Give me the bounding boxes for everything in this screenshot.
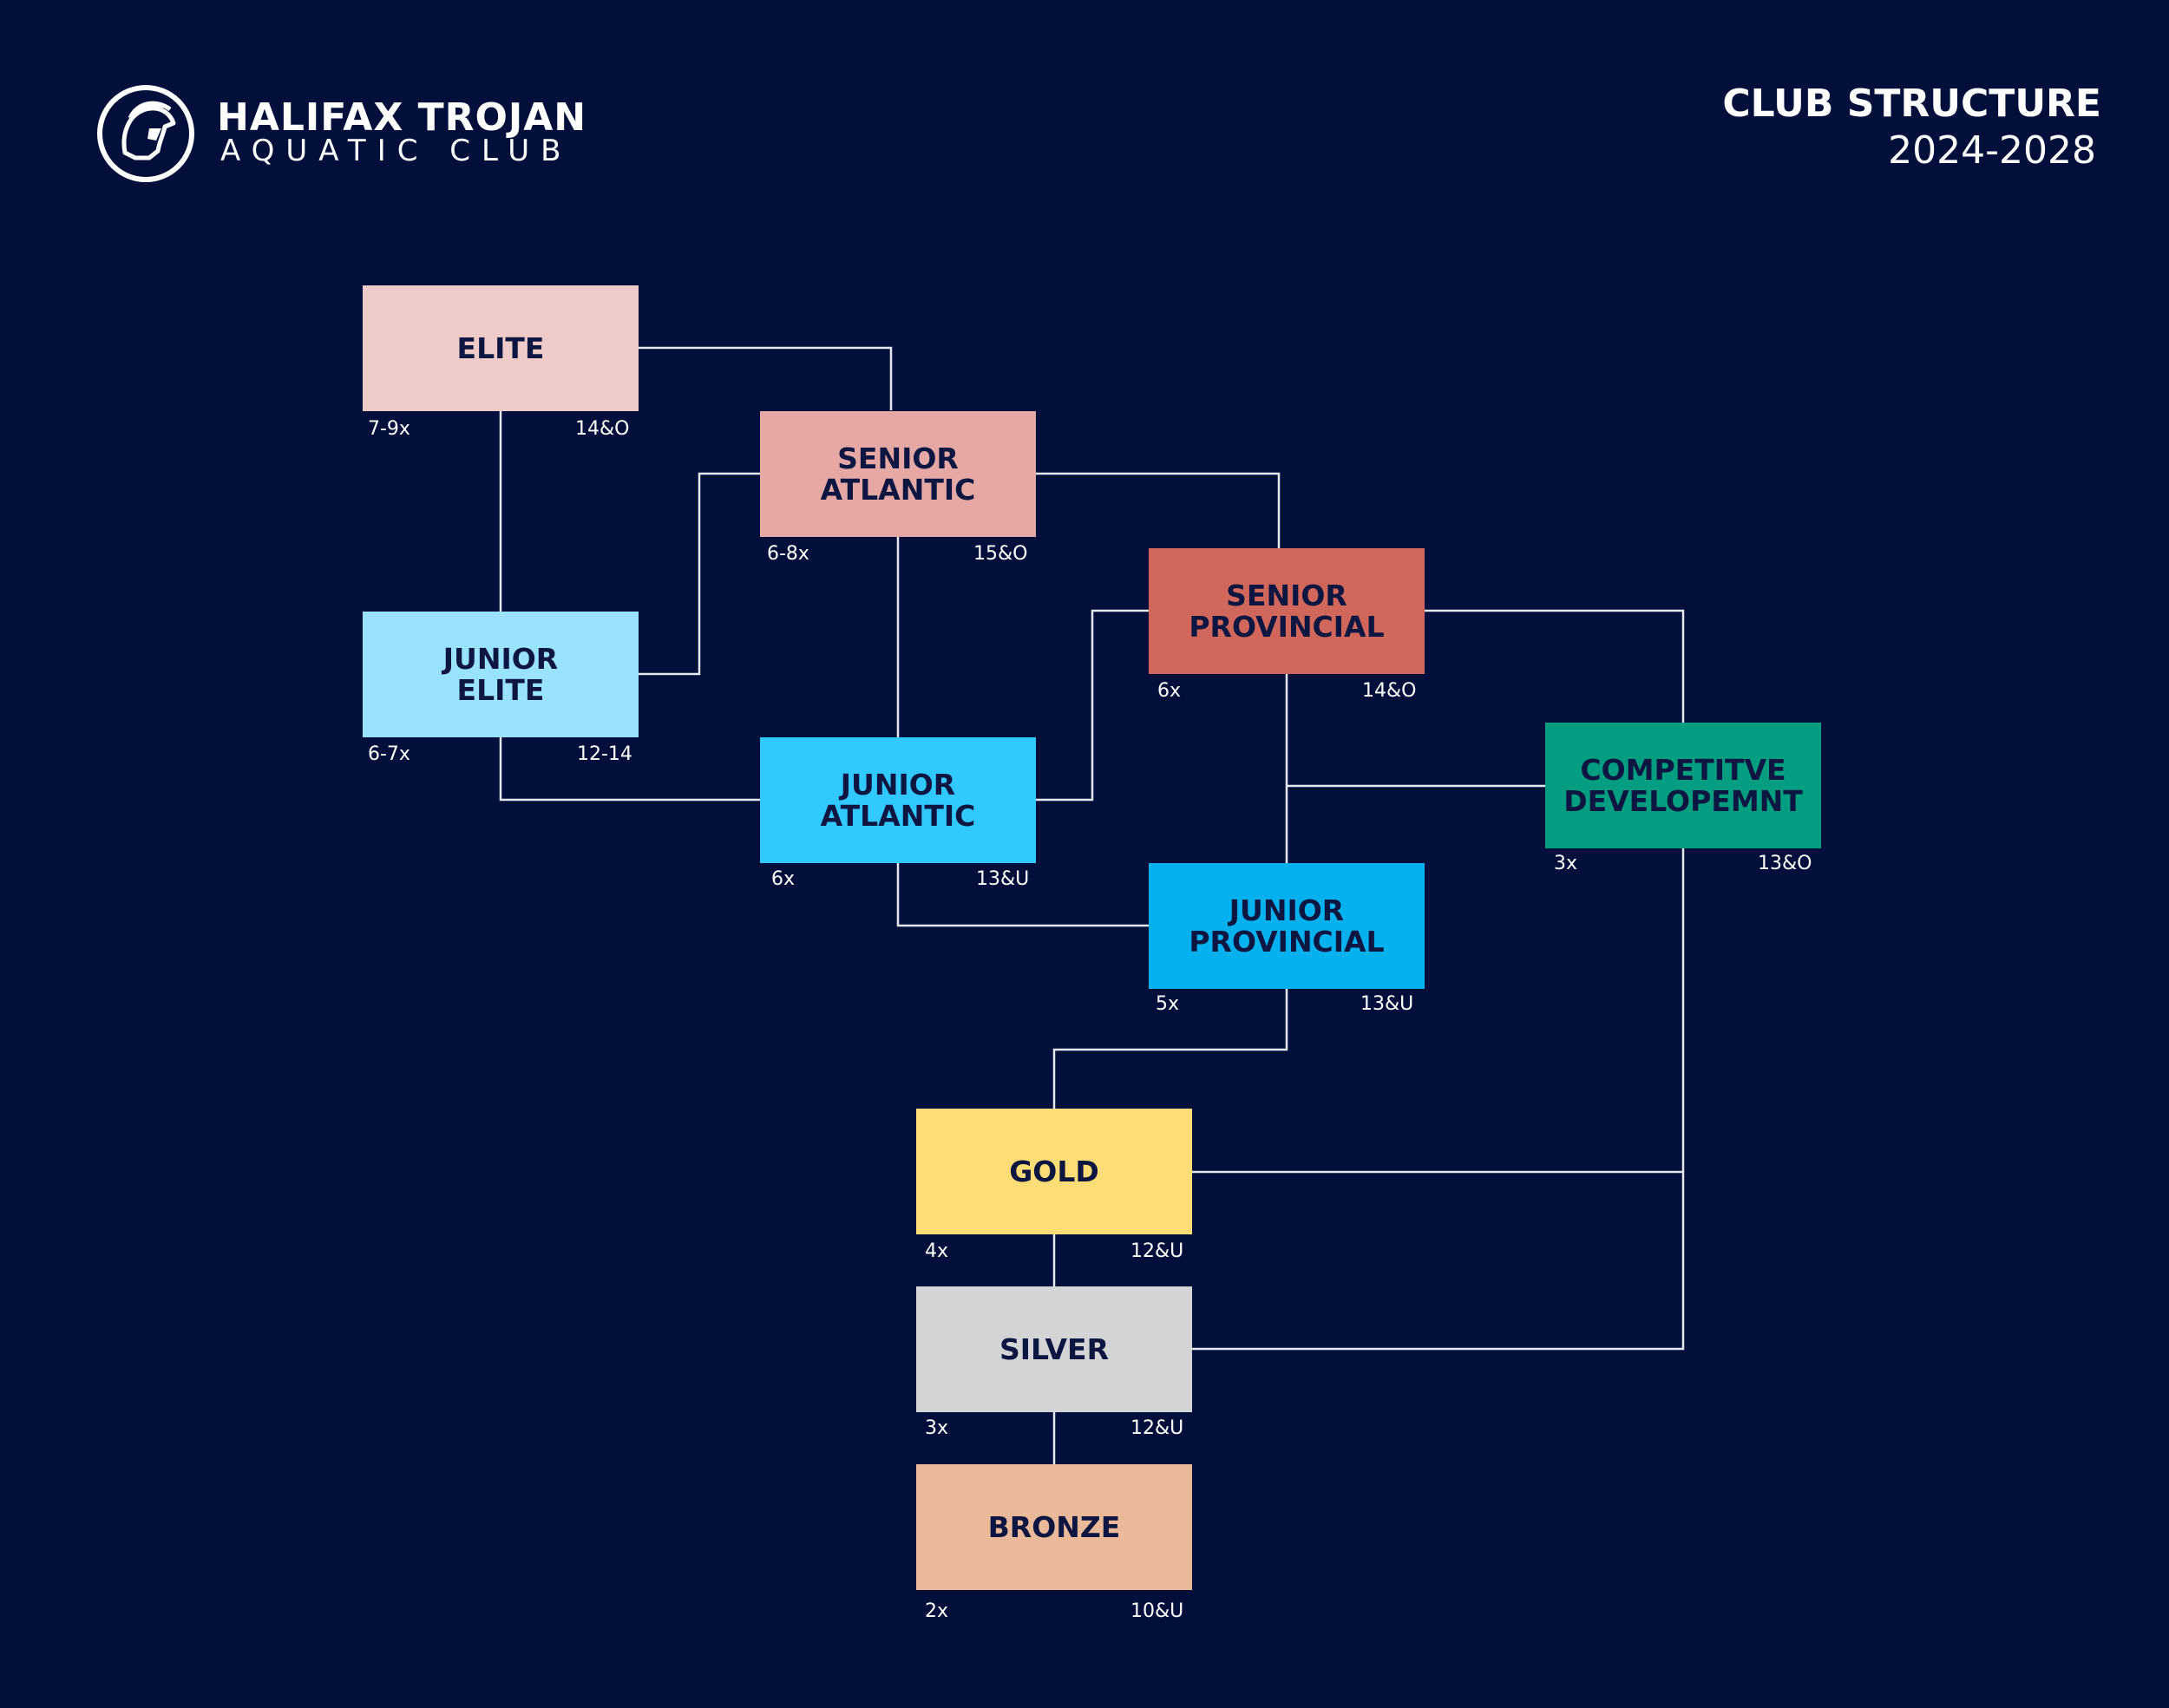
connector-junior-elite-senior-atlantic: [639, 472, 760, 676]
group-label: BRONZE: [987, 1509, 1121, 1544]
group-box-junior-elite: JUNIOR ELITE: [363, 612, 639, 737]
group-box-bronze: BRONZE: [916, 1464, 1192, 1590]
group-label: SENIOR ATLANTIC: [820, 441, 976, 507]
group-box-junior-atlantic: JUNIOR ATLANTIC: [760, 737, 1036, 863]
trojan-helmet-icon: [97, 85, 194, 182]
group-box-senior-provincial: SENIOR PROVINCIAL: [1149, 548, 1425, 674]
group-label: JUNIOR PROVINCIAL: [1189, 893, 1385, 959]
group-age: 12&U: [1130, 1417, 1184, 1439]
group-frequency: 7-9x: [368, 418, 410, 440]
group-age: 12-14: [577, 743, 632, 765]
group-label: COMPETITVE DEVELOPEMNT: [1563, 752, 1803, 818]
group-box-competitive-development: COMPETITVE DEVELOPEMNT: [1545, 723, 1821, 848]
connector-elite-senior-atlantic: [639, 346, 893, 410]
group-box-silver: SILVER: [916, 1286, 1192, 1412]
connector-junior-atlantic-senior-provincial: [1036, 609, 1149, 802]
group-frequency: 3x: [1554, 853, 1578, 874]
group-age: 12&U: [1130, 1240, 1184, 1262]
group-box-senior-atlantic: SENIOR ATLANTIC: [760, 411, 1036, 537]
group-label: ELITE: [456, 330, 545, 365]
group-box-elite: ELITE: [363, 285, 639, 411]
group-frequency: 6x: [771, 868, 796, 890]
group-frequency: 2x: [925, 1600, 949, 1622]
group-frequency: 5x: [1156, 993, 1180, 1015]
group-age: 13&U: [976, 868, 1030, 890]
group-frequency: 6-8x: [767, 543, 809, 565]
group-box-junior-provincial: JUNIOR PROVINCIAL: [1149, 863, 1425, 989]
group-frequency: 4x: [925, 1240, 949, 1262]
group-age: 14&O: [1362, 680, 1417, 702]
group-frequency: 6x: [1157, 680, 1182, 702]
group-label: JUNIOR ATLANTIC: [820, 767, 976, 833]
group-age: 13&O: [1758, 853, 1812, 874]
group-frequency: 3x: [925, 1417, 949, 1439]
connector-junior-elite-junior-atlantic: [499, 737, 760, 802]
group-label: SENIOR PROVINCIAL: [1189, 578, 1385, 644]
group-box-gold: GOLD: [916, 1109, 1192, 1234]
group-age: 15&O: [973, 543, 1028, 565]
group-label: JUNIOR ELITE: [442, 641, 559, 707]
group-label: SILVER: [999, 1332, 1110, 1366]
page-subtitle: 2024-2028: [1888, 128, 2096, 173]
connector-junior-provincial-gold: [1052, 989, 1288, 1109]
page-title: CLUB STRUCTURE: [1722, 82, 2101, 126]
group-frequency: 6-7x: [368, 743, 410, 765]
connector-junior-atlantic-junior-provincial: [896, 863, 1149, 927]
group-age: 14&O: [575, 418, 630, 440]
group-label: GOLD: [1009, 1154, 1099, 1188]
group-age: 10&U: [1130, 1600, 1184, 1622]
brand-subname: AQUATIC CLUB: [220, 134, 573, 168]
connector-senior-provincial-competitive-development: [1425, 609, 1685, 723]
group-age: 13&U: [1360, 993, 1414, 1015]
connector-competitive-development-gold-silver: [1192, 848, 1685, 1351]
brand-name: HALIFAX TROJAN: [217, 95, 587, 140]
connector-senior-atlantic-senior-provincial: [1036, 472, 1281, 548]
